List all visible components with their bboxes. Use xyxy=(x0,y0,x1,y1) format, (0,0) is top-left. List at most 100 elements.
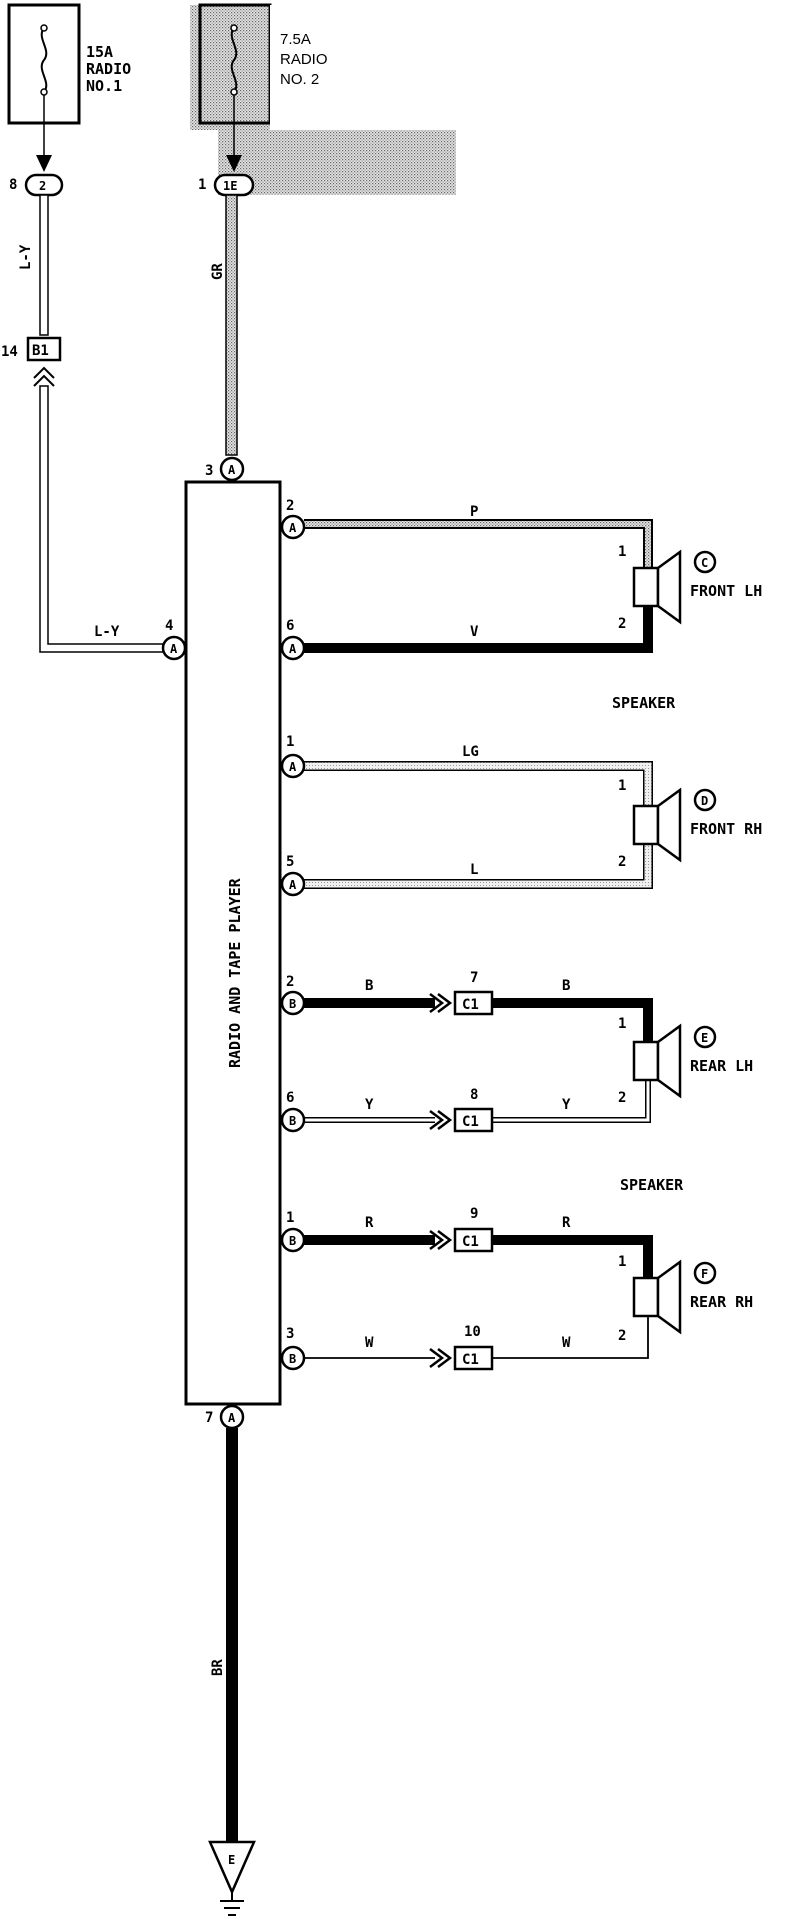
svg-text:C1: C1 xyxy=(462,997,479,1013)
fuse-symbol-icon xyxy=(230,27,238,93)
svg-text:2: 2 xyxy=(618,1090,626,1106)
svg-text:A: A xyxy=(289,521,297,535)
svg-text:A: A xyxy=(228,1411,236,1425)
svg-text:2: 2 xyxy=(286,974,294,990)
svg-text:4: 4 xyxy=(165,618,173,634)
svg-text:1: 1 xyxy=(618,778,626,794)
wire-lg-label: LG xyxy=(462,744,479,760)
speaker-e-label: REAR LH xyxy=(690,1057,753,1075)
fuse2-line3: NO. 2 xyxy=(280,71,319,88)
wire-y-left-label: Y xyxy=(365,1097,374,1113)
svg-text:14: 14 xyxy=(1,344,18,360)
svg-text:3: 3 xyxy=(286,1326,294,1342)
wire-ly-vertical-label: L-Y xyxy=(18,244,34,270)
svg-text:C1: C1 xyxy=(462,1352,479,1368)
fuse2-line2: RADIO xyxy=(280,51,328,68)
speaker-icon xyxy=(656,787,682,863)
svg-text:8: 8 xyxy=(470,1087,478,1103)
svg-text:B: B xyxy=(289,1352,296,1366)
svg-text:2: 2 xyxy=(618,854,626,870)
speaker-group-front-label: SPEAKER xyxy=(612,694,676,712)
radio-pin-b6: 6 B xyxy=(280,1090,306,1133)
connector-1e: 1 1E xyxy=(198,173,255,197)
svg-text:2: 2 xyxy=(618,1328,626,1344)
wire-gr-label: GR xyxy=(210,263,226,280)
wire-r-right-label: R xyxy=(562,1215,571,1231)
svg-text:6: 6 xyxy=(286,618,294,634)
radio-pin-b1: 1 B xyxy=(280,1210,306,1253)
svg-text:F: F xyxy=(701,1267,708,1281)
chevron-right-icon xyxy=(429,993,453,1013)
svg-text:A: A xyxy=(228,463,236,477)
radio-pin-a7: 7 A xyxy=(205,1404,245,1430)
wire-w-left-label: W xyxy=(365,1335,374,1351)
wire-l-label: L xyxy=(470,862,478,878)
connector-2: 8 2 xyxy=(9,173,64,197)
speaker-d-label: FRONT RH xyxy=(690,820,762,838)
ground-e: E xyxy=(208,1840,256,1916)
speaker-icon xyxy=(656,1023,682,1099)
speaker-icon xyxy=(656,549,682,625)
wire-b-left-label: B xyxy=(365,978,373,994)
chevron-up-icon xyxy=(33,366,55,387)
connector-c1-10: 10 C1 xyxy=(429,1324,494,1371)
svg-text:3: 3 xyxy=(205,463,213,479)
svg-text:B: B xyxy=(289,1234,296,1248)
radio-pin-a6: 6 A xyxy=(280,618,306,661)
svg-text:C: C xyxy=(701,556,708,570)
svg-text:A: A xyxy=(289,642,297,656)
svg-text:B: B xyxy=(289,1114,296,1128)
svg-text:E: E xyxy=(228,1853,235,1867)
svg-text:2: 2 xyxy=(618,616,626,632)
svg-text:A: A xyxy=(289,760,297,774)
radio-pin-a5: 5 A xyxy=(280,854,306,897)
speaker-c-label: FRONT LH xyxy=(690,582,762,600)
svg-text:10: 10 xyxy=(464,1324,481,1340)
fuse-symbol-icon xyxy=(40,27,48,93)
chevron-right-icon xyxy=(429,1110,453,1130)
svg-text:D: D xyxy=(701,794,708,808)
fuse-radio-no2: 7.5A RADIO NO. 2 xyxy=(190,3,456,195)
chevron-right-icon xyxy=(429,1230,453,1250)
svg-text:1: 1 xyxy=(618,544,626,560)
chevron-right-icon xyxy=(429,1348,453,1368)
fuse1-line2: RADIO xyxy=(86,60,131,78)
speaker-front-rh: 1 2 D FRONT RH xyxy=(618,778,762,870)
svg-text:7: 7 xyxy=(205,1410,213,1426)
svg-text:1: 1 xyxy=(198,177,206,193)
svg-text:B: B xyxy=(289,997,296,1011)
svg-text:C1: C1 xyxy=(462,1114,479,1130)
radio-pin-b3: 3 B xyxy=(280,1326,306,1371)
svg-text:5: 5 xyxy=(286,854,294,870)
speaker-rear-lh: 1 2 E REAR LH xyxy=(618,1016,753,1106)
speaker-rear-rh: 1 2 F REAR RH xyxy=(618,1254,753,1344)
svg-text:8: 8 xyxy=(9,177,17,193)
speaker-icon xyxy=(656,1259,682,1335)
wire-v-label: V xyxy=(470,624,479,640)
svg-text:C1: C1 xyxy=(462,1234,479,1250)
wire-ly-horizontal-label: L-Y xyxy=(94,624,120,640)
svg-text:1: 1 xyxy=(618,1254,626,1270)
svg-text:6: 6 xyxy=(286,1090,294,1106)
radio-pin-a2: 2 A xyxy=(280,498,306,540)
wire-y-right-label: Y xyxy=(562,1097,571,1113)
wire-p-label: P xyxy=(470,504,478,520)
svg-text:E: E xyxy=(701,1031,708,1045)
wire-b-right-label: B xyxy=(562,978,570,994)
speaker-front-lh: 1 2 C FRONT LH xyxy=(618,544,762,632)
svg-text:1: 1 xyxy=(286,734,294,750)
wire-br-label: BR xyxy=(210,1659,226,1676)
fuse1-line3: NO.1 xyxy=(86,77,122,95)
connector-b1: 14 B1 xyxy=(1,336,62,362)
connector-c1-7: 7 C1 xyxy=(429,970,494,1016)
radio-pin-b2: 2 B xyxy=(280,974,306,1016)
fuse2-rating: 7.5A xyxy=(280,31,311,48)
radio-unit-name: RADIO AND TAPE PLAYER xyxy=(226,877,244,1068)
svg-text:1E: 1E xyxy=(223,179,237,193)
svg-text:1: 1 xyxy=(286,1210,294,1226)
connector-c1-9: 9 C1 xyxy=(429,1206,494,1253)
radio-and-tape-player: RADIO AND TAPE PLAYER xyxy=(184,480,282,1406)
svg-text:7: 7 xyxy=(470,970,478,986)
speaker-group-rear-label: SPEAKER xyxy=(620,1176,684,1194)
